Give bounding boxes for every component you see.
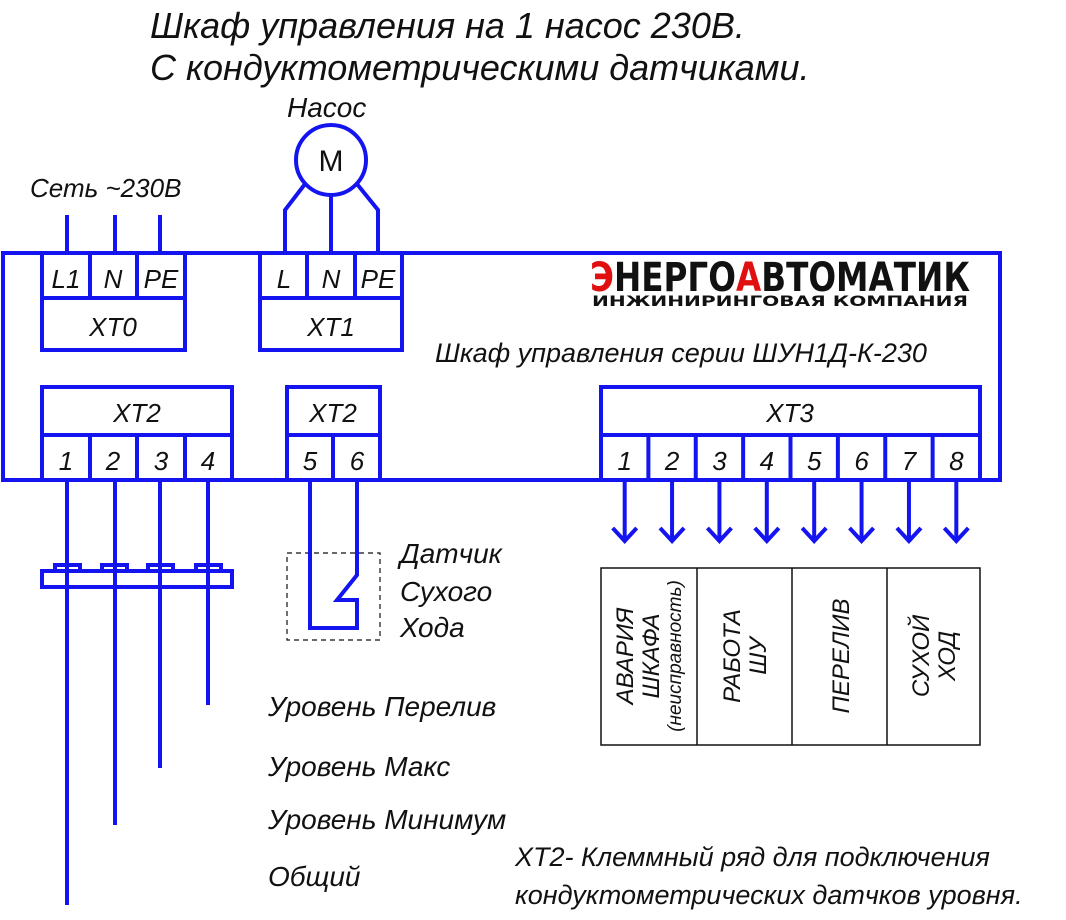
svg-text:5: 5 [303,446,318,476]
xt3-cell-2: 2 [664,446,680,476]
terminal-xt2-levels: XT2 1 2 3 4 [40,385,234,482]
note-line2: кондуктометрических датчков уровня. [515,880,1023,910]
svg-text:(неисправность): (неисправность) [665,580,686,732]
svg-text:РАБОТА: РАБОТА [719,609,746,703]
sensor-label-1: Датчик [397,538,504,569]
svg-text:2: 2 [105,446,121,476]
terminal-xt2-dryrun: XT2 5 6 [285,385,382,482]
svg-text:ЭНЕРГОАВТОМАТИК: ЭНЕРГОАВТОМАТИК [590,255,970,301]
svg-text:1: 1 [59,446,73,476]
terminal-xt3: XT3 1 2 3 4 5 6 7 8 [599,385,982,482]
xt3-cell-1: 1 [617,446,631,476]
output-arrow-icon [800,480,828,544]
svg-text:3: 3 [154,446,169,476]
title-line2: С кондуктометрическими датчиками. [150,47,810,88]
title-line1: Шкаф управления на 1 насос 230В. [150,5,745,46]
signals-table: АВАРИЯ ШКАФА (неисправность) РАБОТА ШУ П… [600,567,981,746]
cabinet-subtitle: Шкаф управления серии ШУН1Д-К-230 [435,338,927,368]
svg-text:4: 4 [201,446,215,476]
output-arrow-icon [895,480,923,544]
network-wires [65,215,162,253]
level-overflow-label: Уровень Перелив [267,691,496,722]
xt3-cell-8: 8 [949,446,964,476]
note-line1: XT2- Клеммный ряд для подключения [514,842,990,872]
svg-text:PE: PE [144,264,179,294]
svg-text:6: 6 [350,446,365,476]
svg-text:XT3: XT3 [765,398,814,428]
level-electrodes [40,480,234,905]
terminal-xt0: L1 N PE XT0 [40,251,187,352]
sensor-label-2: Сухого [400,576,492,607]
svg-text:СУХОЙ: СУХОЙ [907,614,935,697]
terminal-xt1: L N PE XT1 [258,251,404,352]
level-min-label: Уровень Минимум [267,804,506,835]
svg-text:ШКАФА: ШКАФА [638,614,665,699]
dry-run-sensor [286,480,381,641]
svg-text:L: L [277,264,291,294]
svg-text:PE: PE [361,264,396,294]
svg-text:XT2: XT2 [308,398,357,428]
svg-text:ХОД: ХОД [934,631,961,682]
output-arrow-icon [942,480,970,544]
svg-text:N: N [104,264,123,294]
sensor-label-3: Хода [399,612,465,643]
svg-text:L1: L1 [52,264,81,294]
xt3-cell-7: 7 [902,446,918,476]
cabinet-enclosure [1,251,1002,482]
output-arrow-icon [753,480,781,544]
output-arrow-icon [611,480,639,544]
company-logo: ЭНЕРГОАВТОМАТИК ИНЖИНИРИНГОВАЯ КОМПАНИЯ [590,255,970,310]
svg-text:АВАРИЯ: АВАРИЯ [612,607,639,706]
svg-text:XT1: XT1 [306,312,355,342]
network-label: Сеть ~230В [30,173,181,203]
svg-text:ШУ: ШУ [745,635,772,675]
output-arrow-icon [848,480,876,544]
pump-label: Насос [287,92,366,123]
svg-text:XT0: XT0 [88,312,137,342]
output-arrow-icon [658,480,686,544]
level-max-label: Уровень Макс [267,751,450,782]
svg-text:N: N [322,264,341,294]
svg-text:ИНЖИНИРИНГОВАЯ КОМПАНИЯ: ИНЖИНИРИНГОВАЯ КОМПАНИЯ [592,294,968,310]
svg-text:XT2: XT2 [112,398,161,428]
xt3-cell-5: 5 [807,446,822,476]
motor-symbol: M [283,123,380,253]
xt3-cell-4: 4 [760,446,774,476]
svg-text:ПЕРЕЛИВ: ПЕРЕЛИВ [828,598,855,713]
level-common-label: Общий [268,861,361,892]
motor-letter: M [319,145,344,178]
xt3-cell-3: 3 [712,446,727,476]
output-arrow-icon [705,480,733,544]
xt3-cell-6: 6 [854,446,869,476]
